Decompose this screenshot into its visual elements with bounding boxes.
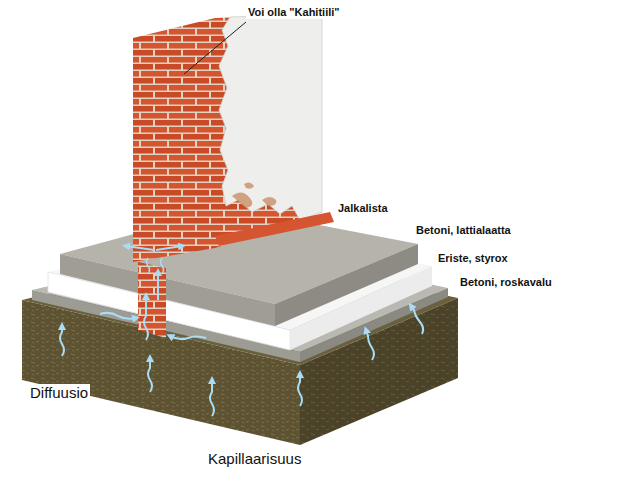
leader-line	[184, 22, 246, 74]
diffusion-waves	[147, 258, 164, 274]
layer-label: Betoni, lattialaatta	[414, 224, 513, 237]
brick-wall	[133, 14, 334, 262]
skirting-board	[215, 212, 334, 246]
layer-label: Eriste, styrox	[436, 252, 510, 265]
part-label: Jalkalista	[336, 202, 390, 215]
layer-label: Betoni, roskavalu	[458, 276, 554, 289]
moisture-arrows	[60, 246, 423, 416]
wall-note: Voi olla "Kahitiili"	[246, 6, 342, 19]
process-label: Kapillaarisuus	[206, 450, 303, 468]
process-label: Diffuusio	[28, 384, 90, 402]
